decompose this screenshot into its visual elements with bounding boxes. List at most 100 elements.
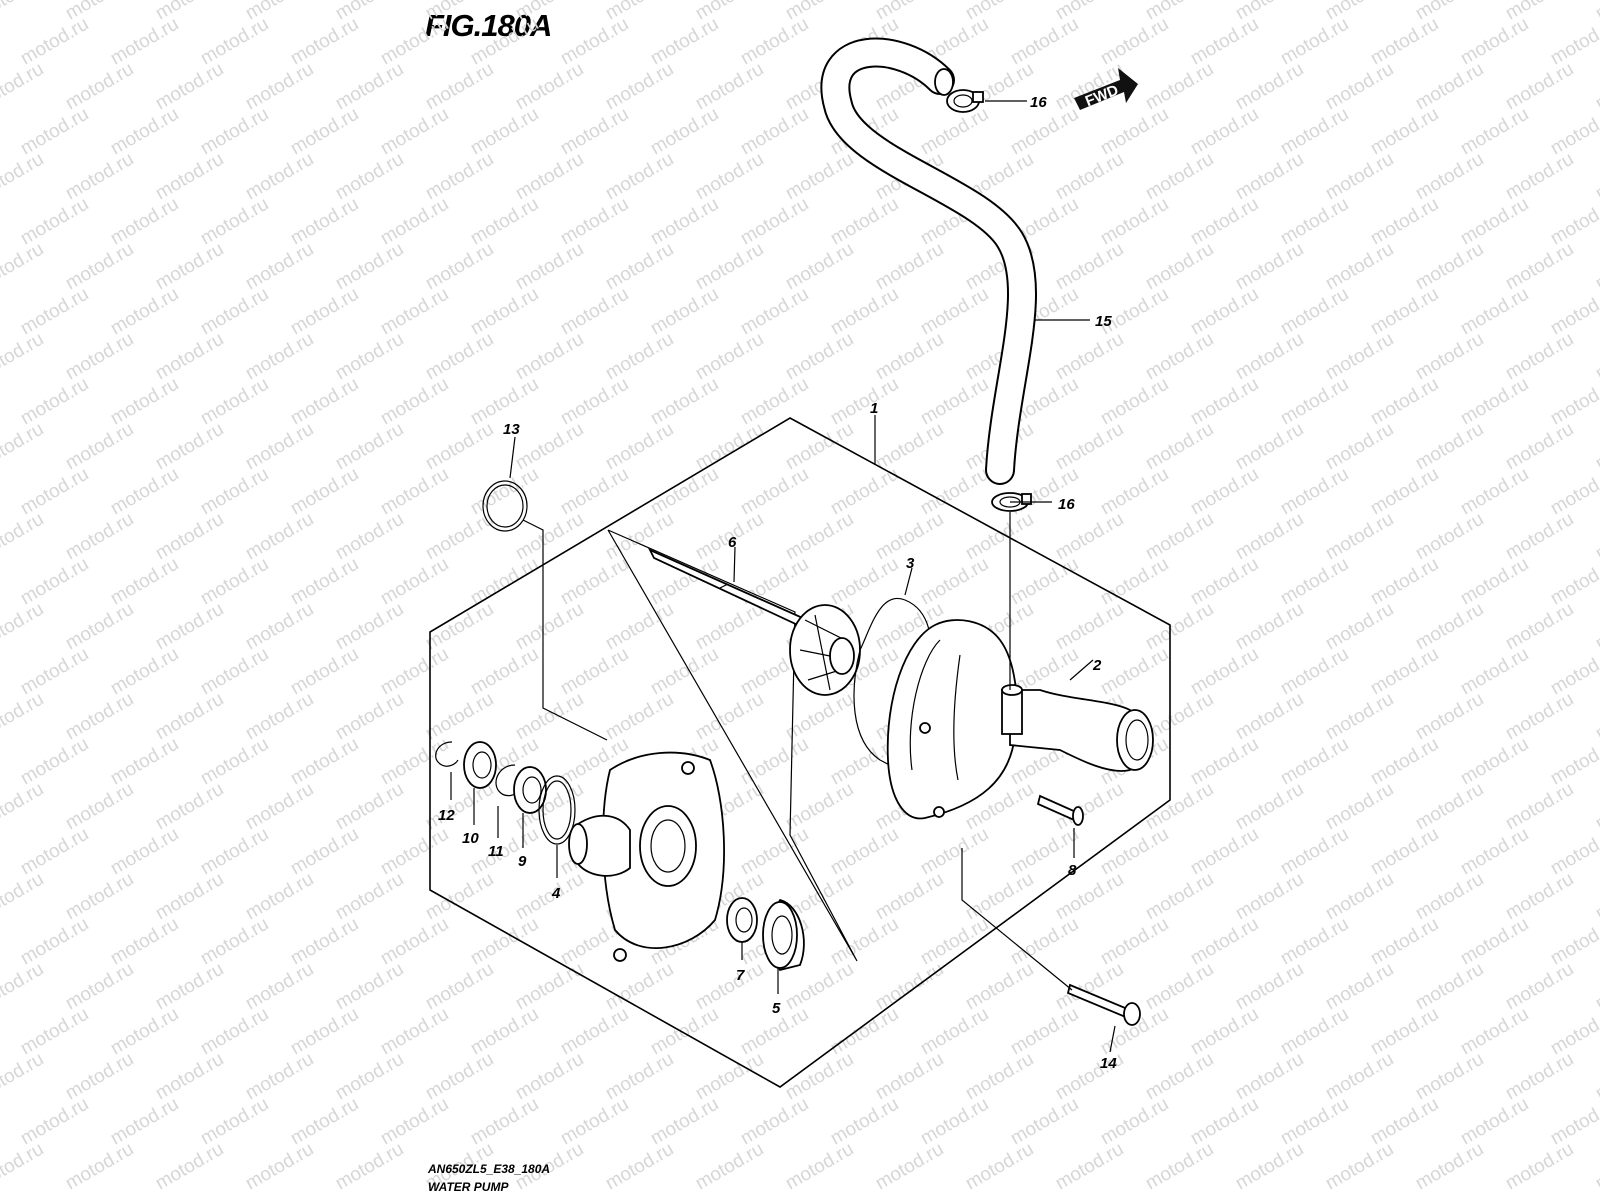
watermark-text: motod.ru	[1592, 779, 1600, 835]
callout-4: 4	[551, 885, 561, 902]
watermark-text: motod.ru	[602, 149, 677, 205]
watermark-text: motod.ru	[152, 959, 227, 1015]
watermark-text: motod.ru	[62, 419, 137, 475]
watermark-text: motod.ru	[692, 1139, 767, 1195]
watermark-text: motod.ru	[107, 194, 182, 250]
watermark-text: motod.ru	[0, 554, 2, 610]
watermark-text: motod.ru	[197, 1094, 272, 1150]
watermark-text: motod.ru	[602, 419, 677, 475]
watermark-text: motod.ru	[1187, 374, 1262, 430]
watermark-text: motod.ru	[872, 329, 947, 385]
watermark-text: motod.ru	[422, 329, 497, 385]
watermark-text: motod.ru	[557, 374, 632, 430]
watermark-text: motod.ru	[107, 644, 182, 700]
callout-16-lower: 16	[1058, 496, 1075, 513]
callout-5: 5	[772, 1000, 781, 1017]
watermark-text: motod.ru	[422, 599, 497, 655]
watermark-text: motod.ru	[1592, 689, 1600, 745]
watermark-text: motod.ru	[1097, 1094, 1172, 1150]
watermark-text: motod.ru	[422, 959, 497, 1015]
watermark-text: motod.ru	[1547, 734, 1600, 790]
watermark-text: motod.ru	[0, 0, 47, 24]
watermark-text: motod.ru	[692, 689, 767, 745]
watermark-text: motod.ru	[827, 374, 902, 430]
watermark-text: motod.ru	[1277, 644, 1352, 700]
watermark-text: motod.ru	[1142, 509, 1217, 565]
watermark-text: motod.ru	[242, 329, 317, 385]
watermark-text: motod.ru	[1457, 1094, 1532, 1150]
watermark-text: motod.ru	[1097, 194, 1172, 250]
watermark-text: motod.ru	[1457, 374, 1532, 430]
watermark-text: motod.ru	[0, 284, 2, 340]
watermark-text: motod.ru	[1502, 239, 1577, 295]
watermark-text: motod.ru	[1592, 419, 1600, 475]
watermark-text: motod.ru	[1547, 104, 1600, 160]
watermark-text: motod.ru	[422, 419, 497, 475]
watermark-text: motod.ru	[1232, 779, 1307, 835]
watermark-text: motod.ru	[287, 554, 362, 610]
watermark-text: motod.ru	[692, 419, 767, 475]
mechanical-seal-5	[762, 898, 805, 972]
watermark-text: motod.ru	[0, 419, 47, 475]
watermark-text: motod.ru	[377, 914, 452, 970]
watermark-text: motod.ru	[332, 1049, 407, 1105]
watermark-text: motod.ru	[1367, 1094, 1442, 1150]
watermark-text: motod.ru	[152, 1049, 227, 1105]
watermark-text: motod.ru	[1367, 824, 1442, 880]
watermark-text: motod.ru	[557, 104, 632, 160]
watermark-text: motod.ru	[647, 644, 722, 700]
watermark-text: motod.ru	[422, 869, 497, 925]
snap-ring-12	[435, 741, 459, 767]
watermark-text: motod.ru	[872, 1049, 947, 1105]
watermark-text: motod.ru	[0, 599, 47, 655]
watermark-text: motod.ru	[287, 824, 362, 880]
watermark-text: motod.ru	[1052, 149, 1127, 205]
callout-10: 10	[462, 830, 479, 847]
watermark-text: motod.ru	[737, 284, 812, 340]
watermark-text: motod.ru	[152, 599, 227, 655]
watermark-text: motod.ru	[287, 914, 362, 970]
watermark-text: motod.ru	[1187, 194, 1262, 250]
watermark-text: motod.ru	[17, 1004, 92, 1060]
watermark-text: motod.ru	[0, 194, 2, 250]
watermark-text: motod.ru	[1187, 824, 1262, 880]
watermark-text: motod.ru	[467, 104, 542, 160]
watermark-text: motod.ru	[692, 239, 767, 295]
callout-14: 14	[1100, 1055, 1117, 1072]
watermark-text: motod.ru	[152, 239, 227, 295]
watermark-text: motod.ru	[107, 104, 182, 160]
watermark-text: motod.ru	[17, 1094, 92, 1150]
watermark-text: motod.ru	[917, 464, 992, 520]
watermark-text: motod.ru	[377, 644, 452, 700]
watermark-text: motod.ru	[1142, 419, 1217, 475]
watermark-text: motod.ru	[1322, 419, 1397, 475]
watermark-text: motod.ru	[782, 509, 857, 565]
watermark-text: motod.ru	[1592, 599, 1600, 655]
watermark-text: motod.ru	[1457, 14, 1532, 70]
watermark-text: motod.ru	[332, 689, 407, 745]
o-ring-13-inner	[486, 484, 524, 528]
watermark-text: motod.ru	[1502, 1049, 1577, 1105]
watermark-text: motod.ru	[1502, 59, 1577, 115]
watermark-text: motod.ru	[692, 599, 767, 655]
watermark-text: motod.ru	[287, 734, 362, 790]
watermark-text: motod.ru	[62, 959, 137, 1015]
watermark-text: motod.ru	[1412, 239, 1487, 295]
watermark-text: motod.ru	[1097, 464, 1172, 520]
watermark-text: motod.ru	[1232, 149, 1307, 205]
watermark-text: motod.ru	[152, 869, 227, 925]
watermark-text: motod.ru	[377, 14, 452, 70]
watermark-text: motod.ru	[197, 824, 272, 880]
watermark-text: motod.ru	[647, 284, 722, 340]
watermark-text: motod.ru	[692, 959, 767, 1015]
watermark-text: motod.ru	[1277, 284, 1352, 340]
watermark-text: motod.ru	[242, 599, 317, 655]
watermark-text: motod.ru	[0, 644, 2, 700]
watermark-text: motod.ru	[1502, 869, 1577, 925]
watermark-text: motod.ru	[467, 464, 542, 520]
watermark-text: motod.ru	[1187, 104, 1262, 160]
callout-16-upper: 16	[1030, 94, 1047, 111]
watermark-text: motod.ru	[737, 1094, 812, 1150]
watermark-text: motod.ru	[692, 149, 767, 205]
